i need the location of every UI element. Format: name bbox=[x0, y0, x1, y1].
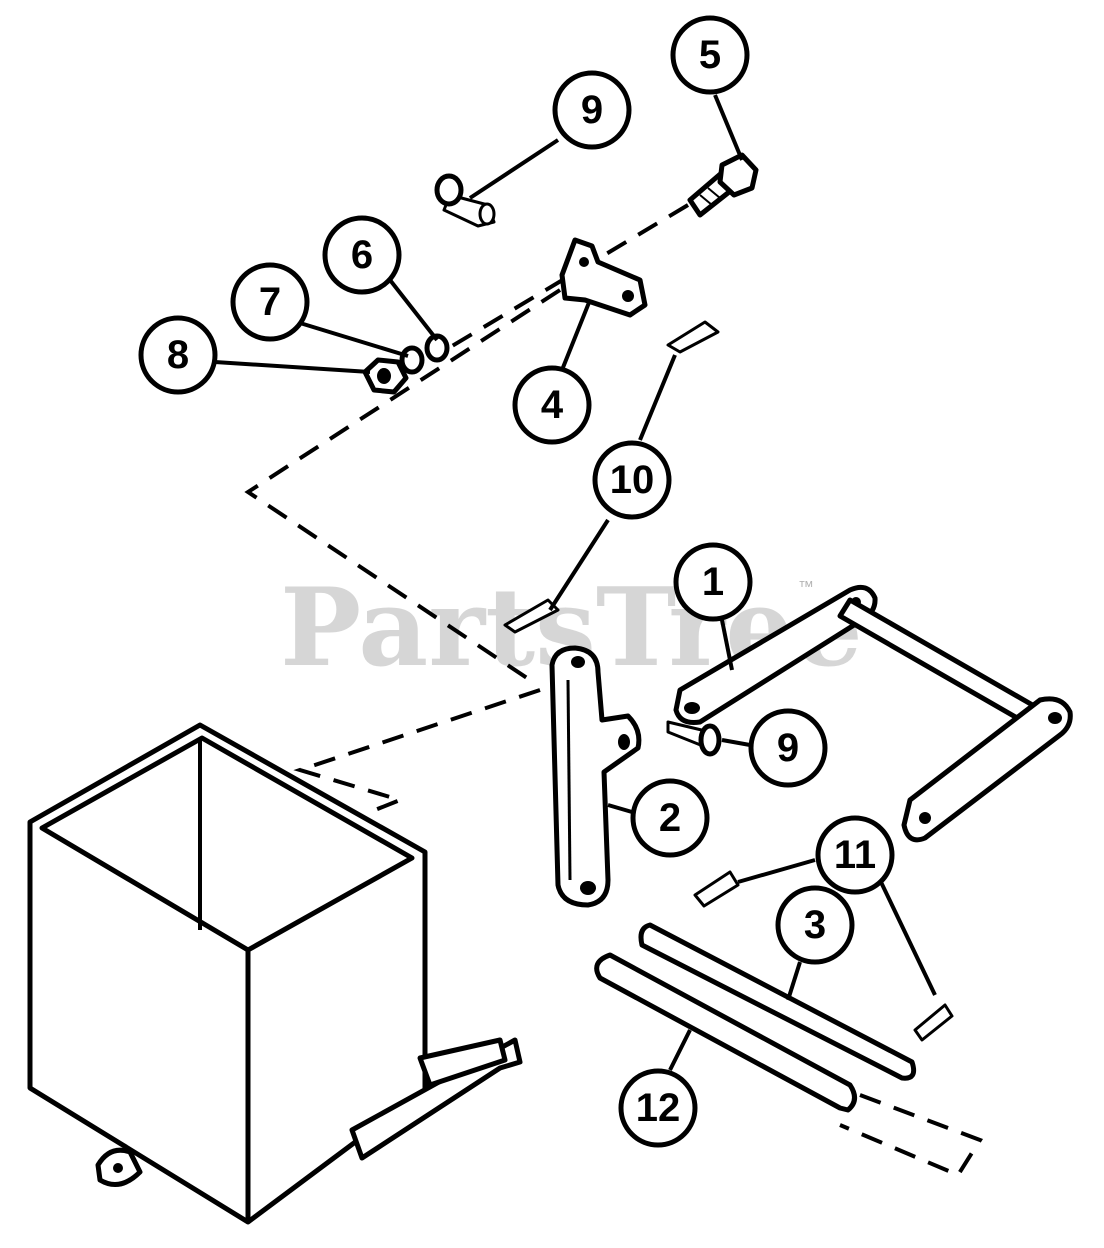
pivot-rod bbox=[638, 922, 917, 1081]
assembly-line-bolt bbox=[430, 203, 690, 360]
assembly-line-rod bbox=[839, 1093, 983, 1178]
mounting-bracket bbox=[559, 237, 648, 318]
callout-9a: 9 bbox=[552, 70, 632, 150]
assembly-lines bbox=[244, 203, 983, 1178]
callout-11-label: 11 bbox=[834, 833, 876, 877]
callout-8-label: 8 bbox=[167, 333, 189, 377]
hairpin-clip-right bbox=[913, 1003, 954, 1042]
lift-arm-frame bbox=[673, 584, 1073, 843]
clevis-pin-middle bbox=[666, 720, 722, 757]
weight-box bbox=[27, 722, 523, 1225]
callout-10-label: 10 bbox=[610, 458, 655, 502]
hex-nut bbox=[362, 357, 409, 395]
callout-7: 7 bbox=[230, 262, 310, 342]
assembly-line-bracket bbox=[244, 288, 562, 682]
callout-2: 2 bbox=[630, 778, 710, 858]
callout-9b: 9 bbox=[748, 708, 828, 788]
callout-4-label: 4 bbox=[541, 383, 564, 427]
hairpin-clip-left bbox=[693, 870, 740, 908]
hairpin-clip-middle bbox=[503, 598, 560, 634]
callout-6: 6 bbox=[322, 215, 402, 295]
assembly-line-box bbox=[293, 688, 541, 814]
callout-5: 5 bbox=[670, 15, 750, 95]
watermark-trademark: ™ bbox=[798, 579, 814, 596]
callout-1: 1 bbox=[673, 542, 753, 622]
hairpin-clip-top bbox=[666, 320, 720, 354]
callout-11: 11 bbox=[815, 815, 895, 895]
spacer-tube bbox=[594, 952, 857, 1113]
callout-4: 4 bbox=[512, 365, 592, 445]
callout-5-label: 5 bbox=[699, 33, 721, 77]
callout-3-label: 3 bbox=[804, 903, 826, 947]
callout-7-label: 7 bbox=[259, 280, 281, 324]
callout-9b-label: 9 bbox=[777, 726, 799, 770]
callout-8: 8 bbox=[138, 315, 218, 395]
callout-3: 3 bbox=[775, 885, 855, 965]
callout-10: 10 bbox=[592, 440, 672, 520]
callout-6-label: 6 bbox=[351, 233, 373, 277]
bolt bbox=[687, 152, 759, 218]
callout-2-label: 2 bbox=[659, 796, 681, 840]
callout-9a-label: 9 bbox=[581, 88, 603, 132]
callout-12-label: 12 bbox=[636, 1086, 681, 1130]
clevis-pin-top bbox=[434, 173, 496, 228]
flat-washer bbox=[424, 333, 450, 363]
lift-link bbox=[549, 645, 642, 908]
callout-12: 12 bbox=[618, 1068, 698, 1148]
callout-1-label: 1 bbox=[702, 560, 724, 604]
leader-lines bbox=[214, 94, 937, 1071]
lock-washer bbox=[399, 345, 425, 375]
